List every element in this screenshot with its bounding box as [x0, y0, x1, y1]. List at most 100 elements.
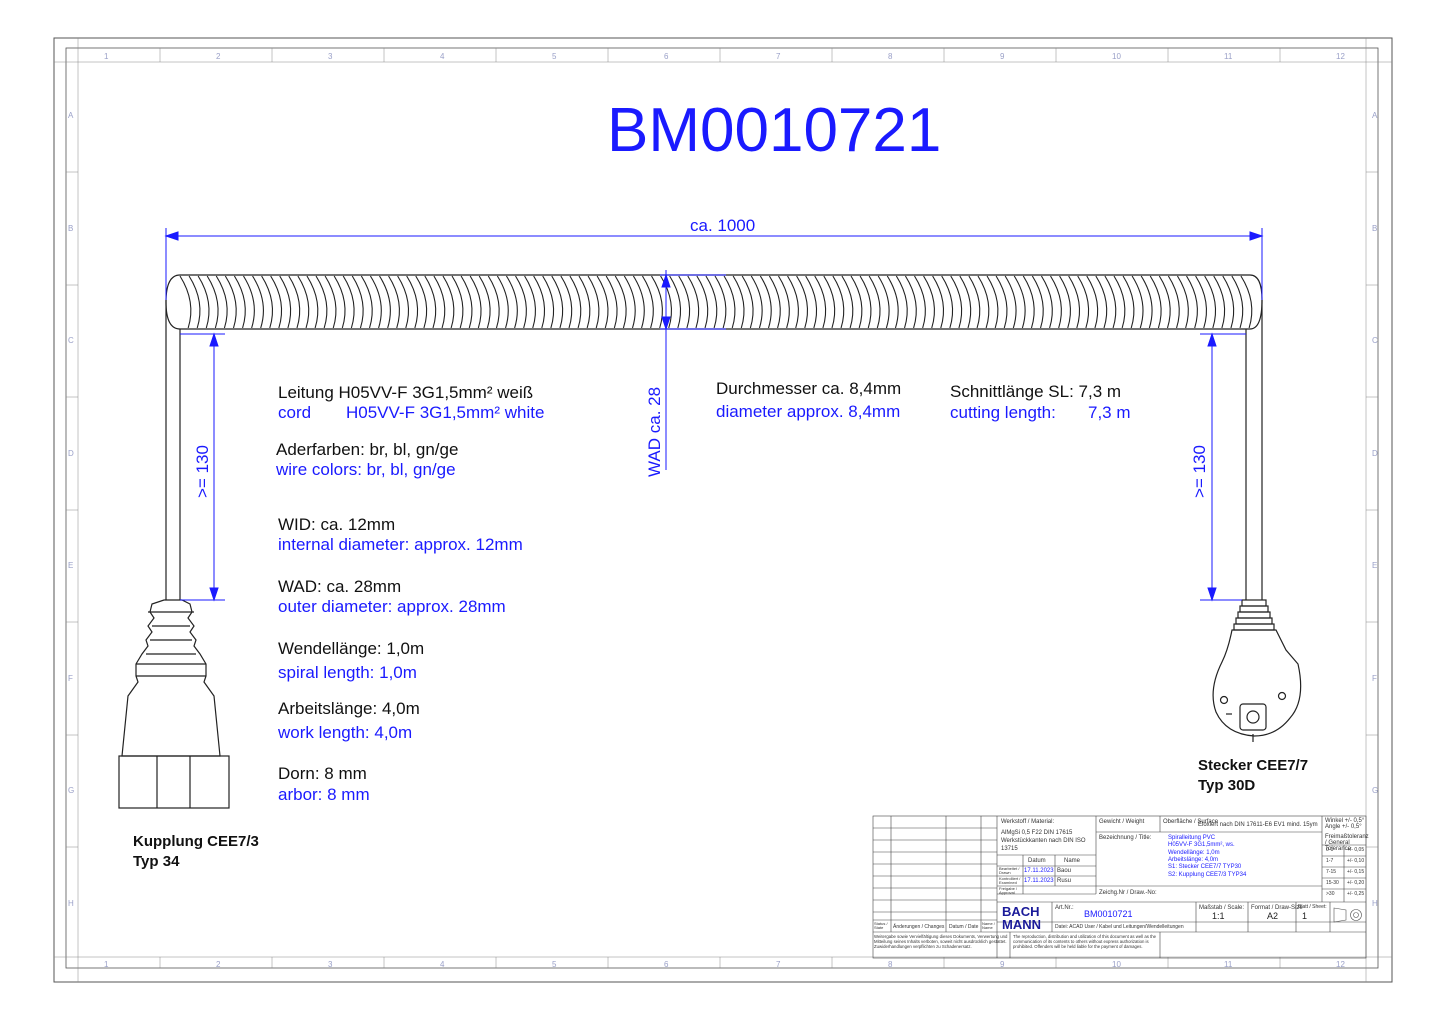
coil-loop	[968, 275, 981, 329]
coil-loop	[651, 275, 663, 329]
coil-loop	[814, 275, 827, 329]
tb-scale-value: 1:1	[1212, 911, 1225, 921]
tb-row3-label: Freigabe / Approval	[999, 886, 1018, 895]
tb-werkstoff-label: Werkstoff / Material:	[1001, 819, 1055, 825]
tb-zeichnr-label: Zeichg.Nr / Draw.-No:	[1099, 890, 1157, 896]
spec-work-en: work length: 4,0m	[278, 723, 413, 742]
coil-loop	[886, 275, 899, 329]
coil-loop	[1222, 275, 1235, 329]
coil-loop	[451, 275, 464, 329]
tb-format-value: A2	[1267, 911, 1279, 921]
coil-loop	[261, 275, 273, 329]
coil-loop	[614, 275, 627, 329]
coil-loop	[841, 275, 854, 329]
coil-loop	[487, 275, 500, 329]
grid-row-label: D	[68, 448, 74, 458]
tb-werkstoff-3: 13715	[1001, 846, 1018, 852]
coil-loop	[351, 275, 364, 329]
spec-arbor-en: arbor: 8 mm	[278, 785, 370, 804]
spec-colors-de: Aderfarben: br, bl, gn/ge	[276, 440, 459, 459]
spec-wad-en: outer diameter: approx. 28mm	[278, 597, 506, 616]
tb-datei-label: Datei: ACAD User / Kabel und Leitungen/W…	[1055, 924, 1184, 930]
coil-loop	[1022, 275, 1035, 329]
coil-loop	[641, 275, 654, 329]
grid-row-label: H	[68, 898, 74, 908]
tb-tolerance-value: +/- 0,20	[1347, 880, 1365, 886]
grid-column-label: 2	[216, 960, 221, 969]
tb-format-label: Format / Draw-Size	[1251, 905, 1303, 911]
tb-date-header: Datum / Date	[949, 924, 979, 930]
grid-column-label: 12	[1336, 52, 1345, 61]
grid-row-label: B	[1372, 223, 1378, 233]
coil-loop	[469, 275, 482, 329]
tb-tolerance-value: +/- 0,10	[1347, 858, 1365, 864]
grid-row-label: D	[1372, 448, 1378, 458]
coil-loop	[1240, 275, 1253, 329]
coil-loop	[1122, 275, 1135, 329]
tb-tolerance-range: 0-1	[1326, 847, 1334, 853]
coil-loop	[678, 275, 691, 329]
coil-loop	[360, 275, 373, 329]
tb-blatt-label: Blatt / Sheet:	[1298, 904, 1327, 910]
tb-bezeichnung-label: Bezeichnung / Title:	[1099, 835, 1152, 841]
dim-right-label: >= 130	[1190, 445, 1209, 498]
grid-column-label: 9	[1000, 960, 1005, 969]
tb-legal-de: Weitergabe sowie Vervielfältigung dieses…	[874, 934, 1008, 950]
tb-werkstoff-1: AlMgSi 0,5 F22 DIN 17615	[1001, 830, 1073, 836]
coil-loop	[569, 275, 582, 329]
tb-description-line: Spiralleitung PVC	[1168, 835, 1216, 841]
grid-column-label: 6	[664, 52, 669, 61]
dim-overall-length	[164, 228, 1264, 300]
spec-diameter-en: diameter approx. 8,4mm	[716, 402, 901, 421]
grid-row-label: E	[1372, 561, 1378, 570]
coil-loop	[524, 275, 536, 329]
coil-loop	[877, 275, 890, 329]
coil-loop	[1140, 275, 1153, 329]
coil-loop	[397, 275, 410, 329]
tb-tolerance-range: 7-15	[1326, 869, 1337, 875]
coil-loop	[1158, 275, 1171, 329]
grid-column-label: 10	[1112, 52, 1121, 61]
coil-loop	[1031, 275, 1044, 329]
coil-loop	[333, 275, 346, 329]
coil-loop	[669, 275, 682, 329]
zone-ticks	[66, 48, 1378, 968]
tb-description-line: Wendellänge: 1,0m	[1168, 849, 1220, 856]
coil-loop	[1186, 275, 1198, 329]
tb-gewicht-label: Gewicht / Weight	[1099, 819, 1145, 825]
coil-loop	[297, 275, 310, 329]
coil-loop	[1095, 275, 1108, 329]
tb-tolerance-range: 1-7	[1326, 858, 1334, 864]
coil-loop	[1213, 275, 1226, 329]
coil-loop	[1086, 275, 1099, 329]
coil-loop	[796, 275, 808, 329]
coil-loop	[750, 275, 763, 329]
tb-oberflaeche-value: Eloxiert nach DIN 17611-E6 EV1 mind. 15y…	[1198, 822, 1318, 828]
grid-column-label: 11	[1224, 52, 1233, 61]
coil-loop	[505, 275, 518, 329]
coil-loop	[197, 275, 210, 329]
grid-column-label: 3	[328, 960, 333, 969]
tb-freimass-label: Freimaßtoleranz / General Tolerance	[1325, 834, 1369, 852]
coil-loop	[1077, 275, 1090, 329]
coil-loop	[623, 275, 636, 329]
coil-loop	[1204, 275, 1217, 329]
coil-loop	[923, 275, 935, 329]
coil-loop	[787, 275, 799, 329]
grid-column-label: 1	[104, 52, 109, 61]
tb-namecol-header: Name / Name	[982, 921, 995, 930]
coil-loop	[224, 275, 237, 329]
grid-column-label: 9	[1000, 52, 1005, 61]
coil-loop	[460, 275, 473, 329]
grid-column-label: 11	[1224, 960, 1233, 969]
coil-loop	[560, 275, 573, 329]
dim-wad	[660, 270, 726, 470]
coil-loop	[696, 275, 709, 329]
coil-loop	[288, 275, 301, 329]
coupler-label-1: Kupplung CEE7/3	[133, 833, 259, 850]
coil-loop	[1131, 275, 1144, 329]
grid-row-label: E	[68, 561, 74, 570]
coil-loop	[932, 275, 945, 329]
grid-column-label: 6	[664, 960, 669, 969]
